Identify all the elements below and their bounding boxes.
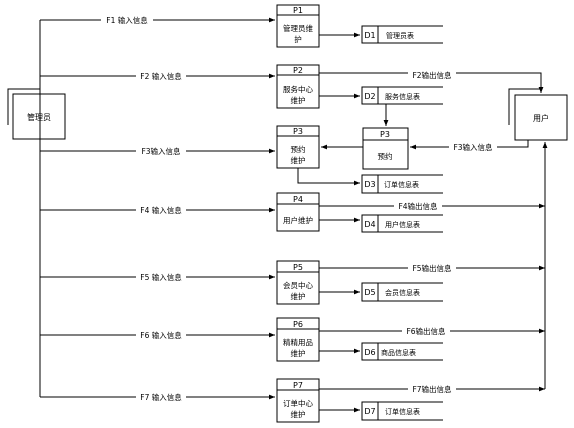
flow-f5-label: F5 输入信息 xyxy=(140,272,182,282)
flow-f4-label: F4 输入信息 xyxy=(140,205,182,215)
flow-f5-input: F5 输入信息 xyxy=(40,272,275,282)
store-d5-id: D5 xyxy=(364,288,375,297)
process-p3-id: P3 xyxy=(293,127,303,136)
store-d2: D2 服务信息表 xyxy=(361,86,443,105)
store-d3: D3 订单信息表 xyxy=(361,174,443,194)
process-p7-name-line2: 维护 xyxy=(291,409,306,419)
process-p7-id: P7 xyxy=(293,381,303,390)
flow-f7-output-label: F7输出信息 xyxy=(412,384,452,394)
store-d6-id: D6 xyxy=(364,348,375,357)
flow-user-f3-label: F3输入信息 xyxy=(453,142,493,152)
flow-f1-label: F1 输入信息 xyxy=(106,15,148,25)
flow-f6-label: F6 输入信息 xyxy=(140,330,182,340)
flow-f6-output-label: F6输出信息 xyxy=(406,326,446,336)
process-p1: P1 管理员维 护 xyxy=(276,4,320,48)
process-p2-name-line2: 维护 xyxy=(291,95,306,105)
flow-f2-label: F2 输入信息 xyxy=(140,71,182,81)
store-d1-id: D1 xyxy=(364,31,375,40)
store-d3-id: D3 xyxy=(364,180,375,189)
store-d2-id: D2 xyxy=(364,92,375,101)
store-d1-name: 管理员表 xyxy=(386,31,414,40)
flow-p3admin-d3 xyxy=(297,168,360,186)
process-p1-id: P1 xyxy=(293,6,303,15)
process-p3-name-line2: 维护 xyxy=(291,155,306,165)
flow-f7-output: F7输出信息 xyxy=(319,384,545,394)
process-p6-id: P6 xyxy=(293,320,303,329)
process-p2: P2 服务中心 维护 xyxy=(276,64,320,109)
process-p4: P4 用户维护 xyxy=(276,192,320,232)
flow-f2-output-label: F2输出信息 xyxy=(412,70,452,80)
process-p5-name-line2: 维护 xyxy=(291,291,306,301)
flow-f7-input: F7 输入信息 xyxy=(40,392,275,402)
store-d2-name: 服务信息表 xyxy=(385,92,420,101)
entity-admin-label: 管理员 xyxy=(27,112,51,122)
process-p3-user: P3 预约 xyxy=(362,127,409,170)
store-d5-name: 会员信息表 xyxy=(385,288,420,297)
process-p5: P5 会员中心 维护 xyxy=(276,260,320,305)
flow-user-f3-input: F3输入信息 xyxy=(410,140,529,152)
flow-f2-input: F2 输入信息 xyxy=(40,71,275,81)
process-p7-name-line1: 订单中心 xyxy=(283,398,313,408)
process-p3-user-id: P3 xyxy=(380,130,390,139)
store-d5: D5 会员信息表 xyxy=(361,282,443,302)
flow-f6-input: F6 输入信息 xyxy=(40,330,275,340)
process-p6-name-line1: 精精用品 xyxy=(283,337,313,347)
store-d7: D7 订单信息表 xyxy=(361,401,443,421)
store-d4: D4 用户信息表 xyxy=(361,214,443,233)
flow-f4-output: F4输出信息 xyxy=(319,201,545,211)
process-p6: P6 精精用品 维护 xyxy=(276,317,320,362)
store-d7-name: 订单信息表 xyxy=(385,407,420,416)
store-d4-id: D4 xyxy=(364,220,375,229)
process-p1-name-line1: 管理员维 xyxy=(283,23,313,33)
process-p4-name-line1: 用户维护 xyxy=(283,215,313,225)
flow-f1-input: F1 输入信息 xyxy=(40,15,275,25)
entity-user: 用户 xyxy=(508,88,568,141)
process-p2-name-line1: 服务中心 xyxy=(283,84,313,94)
process-p3-user-name: 预约 xyxy=(378,151,393,161)
store-d4-name: 用户信息表 xyxy=(385,220,420,229)
process-p6-name-line2: 维护 xyxy=(291,348,306,358)
process-p4-id: P4 xyxy=(293,195,303,204)
store-d6: D6 商品信息表 xyxy=(361,342,443,361)
flow-f3-input: F3输入信息 xyxy=(40,146,275,156)
store-d7-id: D7 xyxy=(364,407,375,416)
process-p2-id: P2 xyxy=(293,66,303,75)
flow-f2-output: F2输出信息 xyxy=(319,70,544,93)
process-p7: P7 订单中心 维护 xyxy=(276,378,320,423)
flow-f7-label: F7 输入信息 xyxy=(140,392,182,402)
flow-f5-output-label: F5输出信息 xyxy=(412,263,452,273)
process-p3-admin: P3 预约 维护 xyxy=(276,125,320,169)
flow-f5-output: F5输出信息 xyxy=(319,263,545,273)
flow-f4-input: F4 输入信息 xyxy=(40,205,275,215)
flow-f3-label: F3输入信息 xyxy=(141,146,181,156)
flow-f6-output: F6输出信息 xyxy=(319,326,545,336)
process-p1-name-line2: 护 xyxy=(294,34,302,44)
flow-f4-output-label: F4输出信息 xyxy=(398,201,438,211)
store-d6-name: 商品信息表 xyxy=(381,348,416,357)
process-p5-name-line1: 会员中心 xyxy=(283,280,313,290)
entity-user-label: 用户 xyxy=(533,113,549,123)
store-d1: D1 管理员表 xyxy=(361,25,443,44)
process-p5-id: P5 xyxy=(293,263,303,272)
entity-admin: 管理员 xyxy=(7,88,66,140)
process-p3-name-line1: 预约 xyxy=(291,144,306,154)
store-d3-name: 订单信息表 xyxy=(384,180,419,189)
